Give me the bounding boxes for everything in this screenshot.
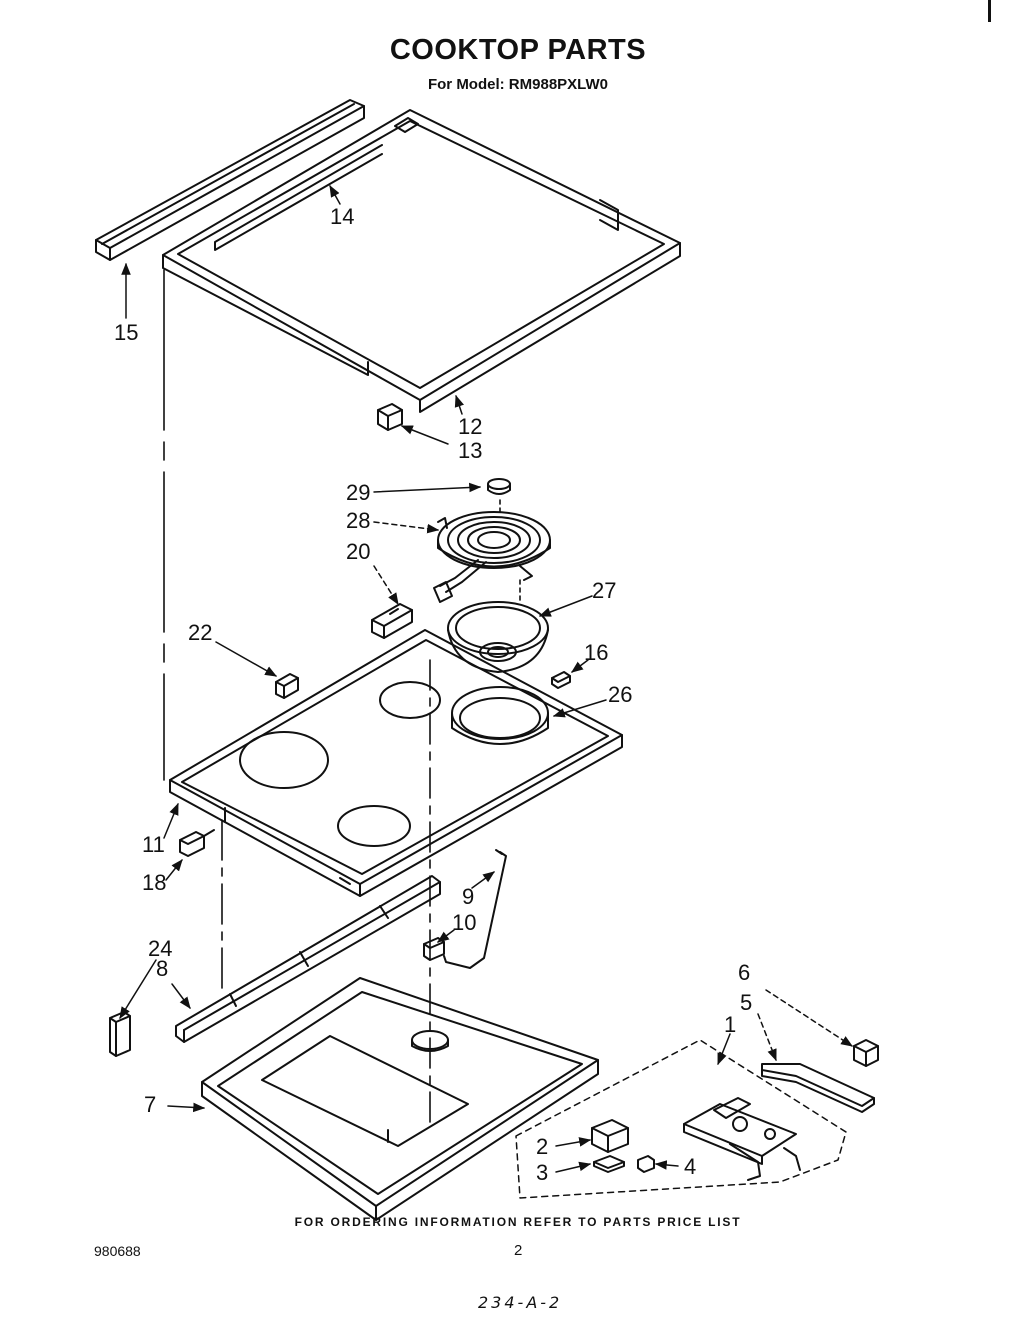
callout-20: 20: [346, 539, 371, 564]
alignment-dashed-lines: [163, 269, 521, 1131]
callout-leaders: [119, 184, 854, 1173]
callout-24: 24: [148, 936, 173, 961]
callout-27: 27: [592, 578, 617, 603]
callout-1: 1: [724, 1012, 737, 1037]
callout-28: 28: [346, 508, 371, 533]
part-13-clip: [377, 403, 403, 431]
part-6-cap: [853, 1039, 879, 1067]
callout-10: 10: [452, 910, 477, 935]
ordering-info-note: FOR ORDERING INFORMATION REFER TO PARTS …: [294, 1215, 742, 1229]
scan-edge-mark: [988, 0, 991, 22]
page-title: COOKTOP PARTS: [389, 34, 647, 66]
callout-12: 12: [458, 414, 483, 439]
part-9-rod: [443, 849, 507, 969]
callout-13: 13: [458, 438, 483, 463]
part-27-drip-bowl: [447, 601, 549, 673]
part-14-frame: [162, 109, 681, 413]
callout-15: 15: [114, 320, 139, 345]
callout-4: 4: [684, 1154, 697, 1179]
handwritten-reference: 234-A-2: [478, 1293, 563, 1312]
callout-6: 6: [738, 960, 751, 985]
part-3-plate: [593, 1155, 625, 1173]
part-8-front-rail: [175, 875, 441, 1043]
callout-22: 22: [188, 620, 213, 645]
callout-16: 16: [584, 640, 609, 665]
part-28-surface-element: [433, 511, 551, 603]
callout-3: 3: [536, 1160, 549, 1185]
part-4-clip: [637, 1155, 655, 1173]
callout-14: 14: [330, 204, 355, 229]
part-29-cap: [487, 478, 511, 495]
part-1-latch-assembly: [683, 1097, 801, 1181]
model-subtitle: For Model: RM988PXLW0: [427, 76, 609, 93]
control-parts-dashed-box: [515, 1039, 847, 1199]
page-number: 2: [514, 1242, 523, 1259]
callout-18: 18: [142, 870, 167, 895]
part-10-clip: [423, 937, 445, 961]
callout-5: 5: [740, 990, 753, 1015]
part-15-side-trim: [95, 99, 365, 261]
callout-9: 9: [462, 884, 475, 909]
callout-2: 2: [536, 1134, 549, 1159]
callout-8: 8: [156, 956, 169, 981]
part-2-switch: [591, 1119, 629, 1153]
callout-29: 29: [346, 480, 371, 505]
part-7-bottom-tray: [201, 977, 599, 1221]
part-22-bracket: [275, 673, 299, 699]
callout-11: 11: [142, 832, 165, 857]
callout-26: 26: [608, 682, 633, 707]
part-5-bracket-bar: [761, 1063, 875, 1113]
part-16-clip: [551, 671, 571, 689]
part-cooktop-main-top: [169, 629, 623, 897]
part-18-clip: [179, 829, 215, 857]
part-20-receptacle: [371, 603, 413, 639]
document-number: 980688: [94, 1243, 141, 1259]
callout-7: 7: [144, 1092, 157, 1117]
